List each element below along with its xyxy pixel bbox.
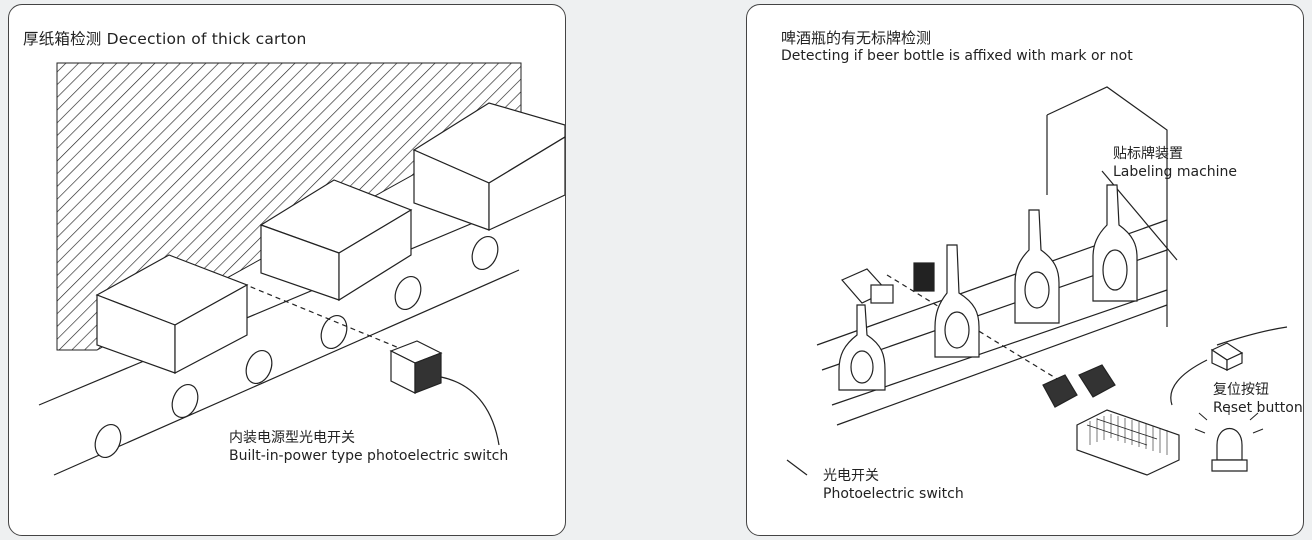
reset-button-label-cn: 复位按钮 [1213,382,1269,398]
panel-title-cn: 啤酒瓶的有无标牌检测 [781,29,932,47]
conveyor-rail-bottom [53,269,520,476]
conveyor-roller [245,350,273,384]
panel-title: 啤酒瓶的有无标牌检测 Detecting if beer bottle is a… [781,29,1133,65]
reset-button-label: 复位按钮 Reset button [1213,381,1303,417]
labeling-machine-housing [1046,86,1168,327]
carton-conveyor-illustration [38,62,565,476]
photoelectric-switch-label-en: Photoelectric switch [823,486,964,502]
conveyor-rail [831,289,1168,406]
conveyor-roller [394,276,422,310]
conveyor-roller [320,315,348,349]
detection-beam [233,279,405,351]
control-unit [1076,409,1180,476]
detection-beam [886,274,1068,386]
beer-bottle [934,244,980,358]
warning-light [1194,407,1264,472]
carton-box [259,179,413,302]
carton-box [412,102,565,231]
conveyor-roller [171,384,199,418]
beer-bottle [838,304,886,391]
reset-button-label-en: Reset button [1213,400,1303,416]
conveyor-rail-top [38,209,505,406]
beer-bottle [1014,209,1060,324]
photoelectric-switch-label: 光电开关 Photoelectric switch [823,467,964,503]
photoelectric-switch-device [389,340,500,446]
switch-label-cn: 内装电源型光电开关 [229,430,355,446]
conveyor-rail [836,304,1168,426]
conveyor-roller [94,424,122,458]
labeling-machine-label: 贴标牌装置 Labeling machine [1113,145,1237,181]
photoelectric-emitter [841,262,935,304]
reset-button-device [1210,342,1244,371]
switch-label: 内装电源型光电开关 Built-in-power type photoelect… [229,429,508,465]
beer-bottle [1092,184,1138,302]
switch-label-en: Built-in-power type photoelectric switch [229,448,509,464]
labeling-machine-label-cn: 贴标牌装置 [1113,146,1183,162]
photoelectric-switch-device [1042,364,1116,408]
photoelectric-switch-label-cn: 光电开关 [823,468,879,484]
panel-carton-detection: 厚纸箱检测 Decection of thick carton 内装电源型光电开… [8,4,566,536]
bottle-labeling-illustration [786,86,1288,476]
labeling-machine-label-en: Labeling machine [1113,164,1238,180]
panel-title: 厚纸箱检测 Decection of thick carton [23,30,307,48]
carton-box [95,254,249,374]
panel-bottle-label-detection: 啤酒瓶的有无标牌检测 Detecting if beer bottle is a… [746,4,1304,536]
conveyor-roller [471,236,499,270]
panel-title-en: Detecting if beer bottle is affixed with… [781,48,1133,64]
